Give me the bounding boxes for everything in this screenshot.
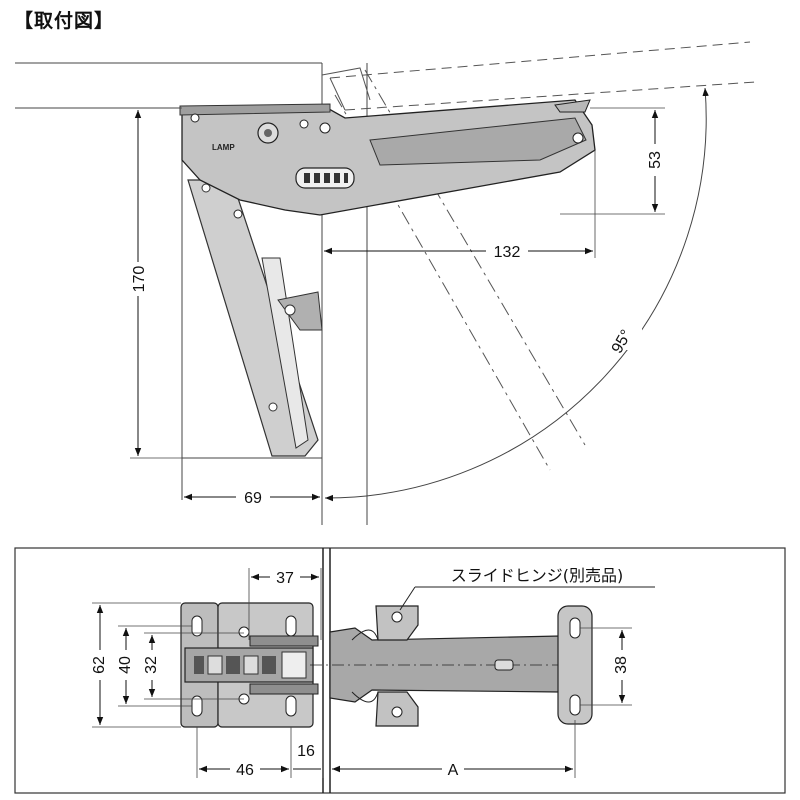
slide-hinge-plate-top (375, 605, 419, 641)
stay-arm-hole (268, 402, 278, 412)
open-door-edge (329, 77, 346, 111)
top-view-frame (14, 547, 786, 794)
dim-132-label: 132 (494, 244, 521, 261)
dim-62-label: 62 (91, 656, 108, 674)
dim-38-bg (610, 650, 632, 680)
door-bracket-pin (572, 132, 584, 144)
dim-46-label: 46 (236, 762, 254, 779)
dim-132-bg (486, 240, 528, 260)
mechanism-arm (369, 117, 587, 166)
stay-arm-bracket (277, 291, 323, 331)
door-arm-adjuster (494, 659, 514, 671)
door-bracket (554, 99, 591, 113)
mount-screw-1 (238, 626, 250, 638)
dim-37-bg (270, 567, 300, 587)
door-bracket-slot-top (569, 617, 581, 639)
dim-53-bg (642, 144, 666, 176)
dim-a-bg (442, 759, 464, 779)
slide-hinge-callout: スライドヒンジ(別売品) (451, 566, 624, 585)
open-door-top-line (329, 41, 751, 79)
dim-53-label: 53 (647, 151, 664, 169)
mechanism-rail-bottom (249, 683, 319, 695)
slide-hinge-cup (351, 629, 379, 703)
door-bracket-slot-bottom (569, 694, 581, 716)
dim-16-bg (294, 740, 318, 760)
dim-170-bg (128, 262, 148, 296)
stay-arm-pin (284, 304, 296, 316)
dim-170-label: 170 (131, 266, 148, 293)
dim-32-label: 32 (143, 656, 160, 674)
mechanism-pivot-center (264, 129, 272, 137)
dim-69-bg (236, 486, 270, 506)
top-view: スライドヒンジ(別売品) 37 62 40 32 38 (14, 547, 786, 794)
mechanism-rivet-2 (299, 119, 309, 129)
mechanism-rail-top (249, 635, 319, 647)
dim-69-label: 69 (244, 490, 262, 507)
mechanism-rivet-4 (233, 209, 243, 219)
mount-slot-3 (285, 615, 297, 637)
drawing-title: 【取付図】 (14, 10, 115, 32)
mechanism-strip-detail (194, 651, 307, 679)
mount-slot-4 (285, 695, 297, 717)
mechanism-mount-plate (179, 103, 331, 116)
dim-16-label: 16 (297, 743, 315, 760)
callout-leader (399, 586, 416, 611)
stay-arm-slot (261, 257, 309, 449)
dim-38-label: 38 (613, 656, 630, 674)
stay-arm-hole-top (201, 183, 211, 193)
dim-a-label: A (448, 762, 459, 779)
dim-62-bg (88, 650, 108, 680)
dim-32-bg (140, 650, 160, 680)
brand-mark: LAMP (212, 143, 235, 152)
mechanism-rivet-1 (319, 122, 331, 134)
dim-37-label: 37 (276, 570, 294, 587)
slide-hinge-screw-top (391, 611, 403, 623)
door-pivot-outline (321, 67, 371, 101)
adjuster-scale (304, 173, 348, 183)
dim-46-bg (230, 759, 260, 779)
dim-40-bg (114, 650, 134, 680)
dim-40-label: 40 (117, 656, 134, 674)
angle-arc (324, 87, 709, 502)
mechanism-rivet-3 (190, 113, 200, 123)
slide-hinge-screw-bottom (391, 706, 403, 718)
side-view: 95° LAMP 170 (15, 41, 756, 525)
angle-label-bg (608, 328, 642, 350)
